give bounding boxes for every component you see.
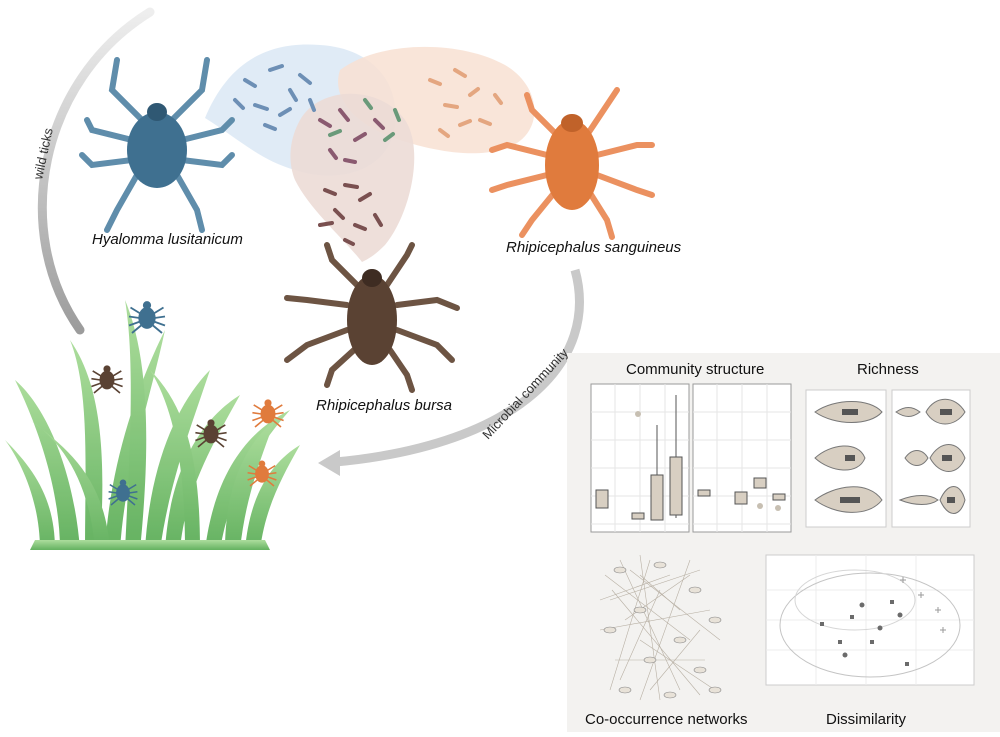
grass-icon	[5, 300, 300, 550]
dissimilarity-plot	[765, 554, 975, 686]
hyalomma-tick-icon	[79, 57, 235, 233]
community-structure-title: Community structure	[626, 361, 765, 378]
dissimilarity-title: Dissimilarity	[826, 711, 906, 728]
bacteria-icon	[233, 64, 503, 246]
microbiome-bubble-brown	[290, 93, 415, 262]
hyalomma-label: Hyalomma lusitanicum	[92, 231, 243, 248]
sanguineus-label: Rhipicephalus sanguineus	[506, 239, 682, 256]
community-structure-plot	[590, 383, 792, 533]
microbial-community-label: Microbial community	[479, 345, 571, 442]
bursa-tick-icon	[284, 242, 460, 393]
wild-ticks-arrow	[37, 7, 155, 335]
richness-title: Richness	[857, 361, 919, 378]
bursa-label: Rhipicephalus bursa	[316, 397, 452, 414]
microbial-community-arrow	[318, 268, 584, 476]
co-occurrence-networks-title: Co-occurrence networks	[585, 711, 748, 728]
richness-plot	[805, 389, 971, 528]
co-occurrence-network	[599, 554, 722, 701]
sanguineus-tick-icon	[489, 87, 655, 240]
